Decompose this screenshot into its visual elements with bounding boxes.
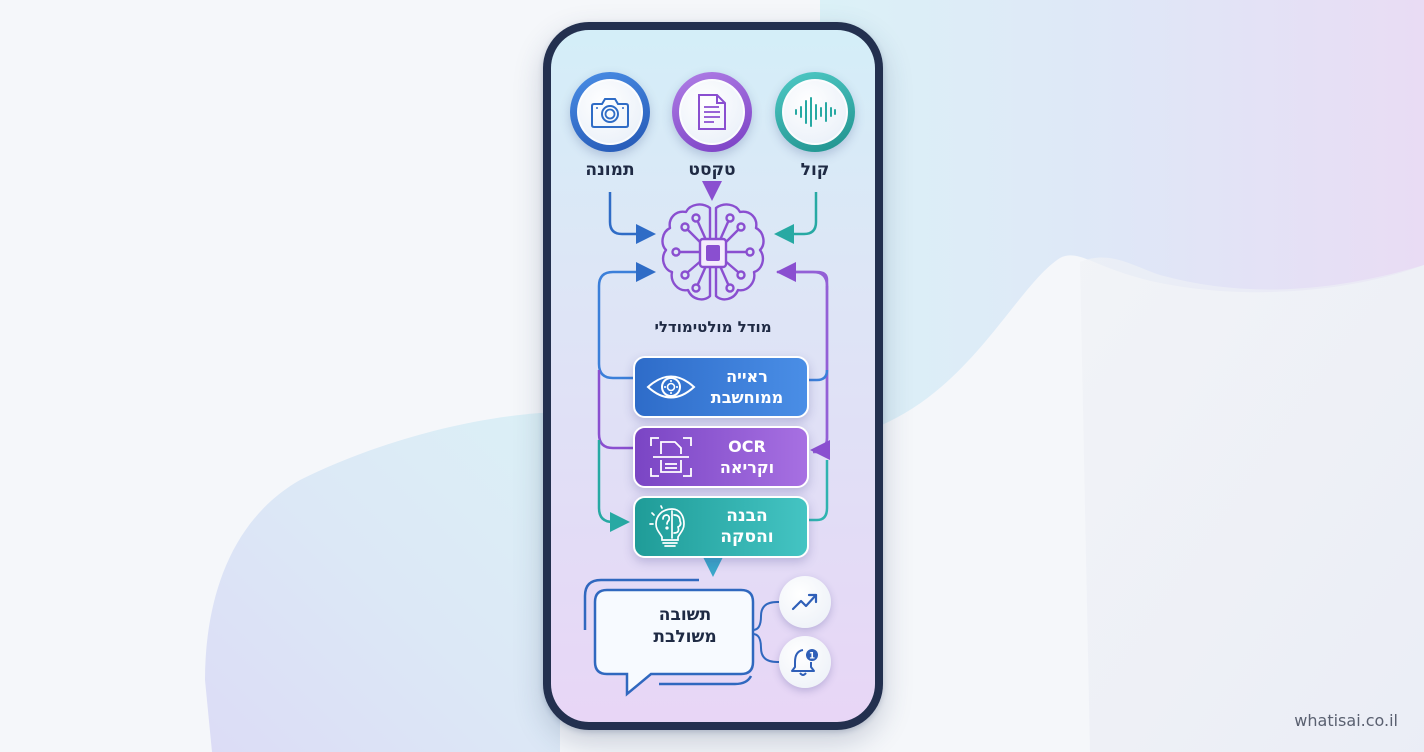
ocr-label-line1: OCR: [728, 437, 766, 456]
vision-label-line2: ממוחשבת: [710, 388, 784, 407]
flow-connectors: [583, 181, 831, 697]
document-icon: [698, 94, 726, 130]
text-input-ring: [672, 72, 752, 152]
eye-gear-icon: [646, 375, 696, 399]
document-scan-icon: [650, 437, 692, 477]
vision-label-line1: ראייה: [726, 367, 768, 386]
capability-reasoning: הבנה והסקה: [633, 496, 809, 558]
phone-frame: תמונה טקסט: [543, 22, 883, 730]
voice-input-ring: [775, 72, 855, 152]
image-input-label: תמונה: [585, 160, 635, 180]
capability-vision: ראייה ממוחשבת: [633, 356, 809, 418]
output-label-line1: תשובה: [658, 605, 712, 625]
input-image: תמונה: [570, 72, 650, 180]
output-bubble: תשובה משולבת: [615, 604, 755, 648]
model-label: מודל מולטימודלי: [654, 318, 772, 336]
trend-up-icon: [791, 593, 818, 611]
sound-wave-icon: [795, 97, 836, 127]
notification-badge: 1: [809, 652, 815, 662]
watermark: whatisai.co.il: [1294, 711, 1398, 730]
output-label-line2: משולבת: [653, 627, 717, 647]
image-input-ring: [570, 72, 650, 152]
camera-icon: [591, 98, 629, 128]
trend-indicator: [779, 576, 831, 628]
reasoning-label: הבנה והסקה: [720, 506, 774, 547]
text-input-label: טקסט: [688, 160, 736, 180]
capability-ocr: OCR וקריאה: [633, 426, 809, 488]
input-text: טקסט: [672, 72, 752, 180]
voice-input-label: קול: [800, 160, 830, 180]
ocr-label-line2: וקריאה: [719, 458, 775, 477]
notification-indicator: 1: [779, 636, 831, 688]
input-voice: קול: [775, 72, 855, 180]
lightbulb-brain-icon: [649, 505, 685, 547]
phone-screen: תמונה טקסט: [551, 30, 875, 722]
bell-notification-icon: 1: [791, 649, 818, 676]
brain-chip-icon: [661, 203, 765, 301]
